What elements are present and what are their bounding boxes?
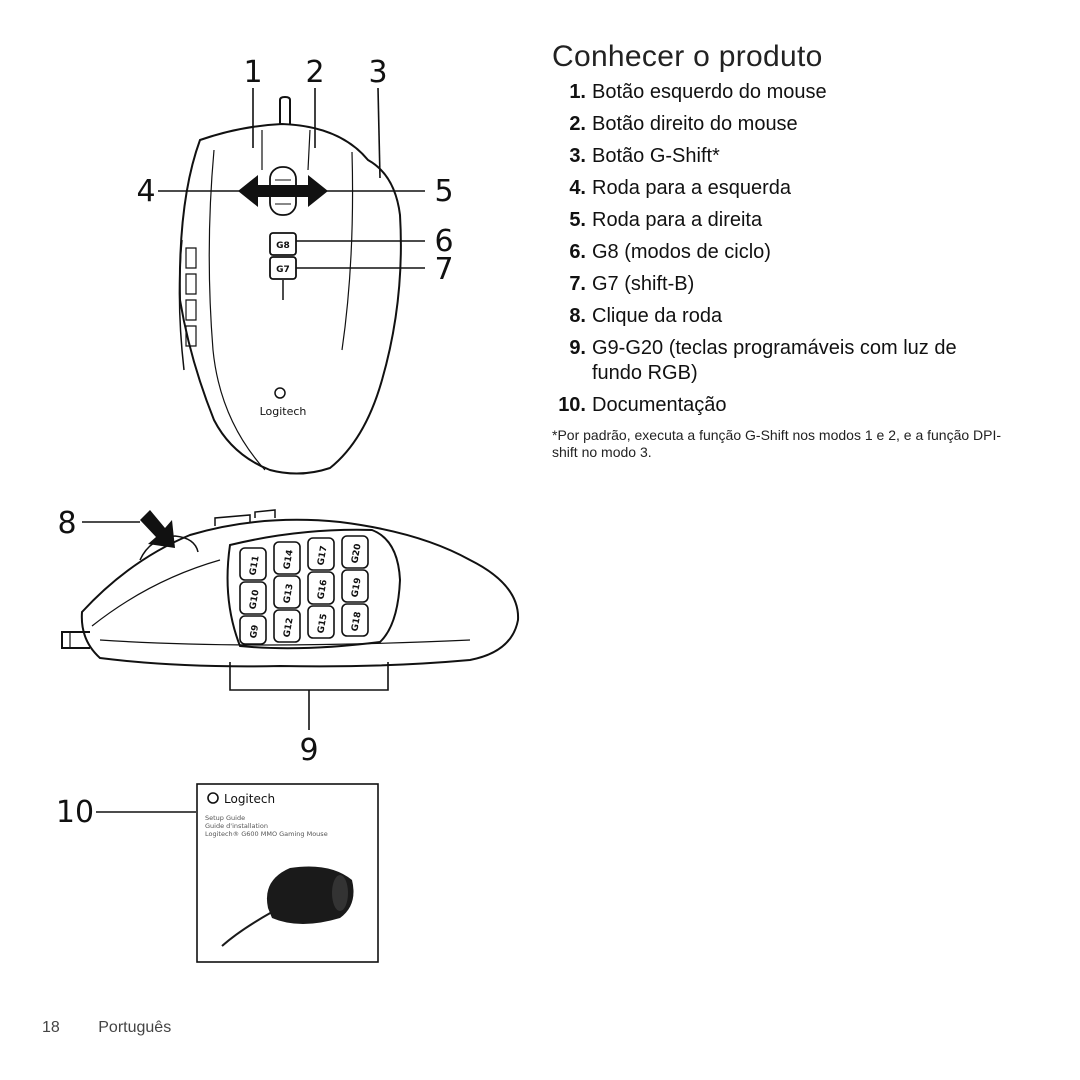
callout-4: 4 xyxy=(136,174,155,209)
list-item: 2. Botão direito do mouse xyxy=(552,112,1022,137)
mouse-top-outline xyxy=(178,122,402,475)
item-number: 1. xyxy=(569,81,586,103)
callout-2: 2 xyxy=(305,55,324,90)
list-item: 3. Botão G-Shift* xyxy=(552,144,1022,169)
item-number: 3. xyxy=(569,145,586,167)
item-number: 4. xyxy=(569,177,586,199)
item-number: 2. xyxy=(569,113,586,135)
list-item: 6. G8 (modos de ciclo) xyxy=(552,240,1022,265)
key-g8-label: G8 xyxy=(276,241,290,251)
item-text: G9-G20 (teclas programáveis com luz de f… xyxy=(592,337,957,384)
callout-1: 1 xyxy=(243,55,262,90)
guide-brand: Logitech xyxy=(224,792,275,806)
item-text: Clique da roda xyxy=(592,305,723,327)
callout-lines-side xyxy=(82,521,389,730)
item-number: 9. xyxy=(569,337,586,359)
side-key-g12: G12 xyxy=(282,617,295,638)
mouse-side-outline xyxy=(80,518,520,668)
list-item: 4. Roda para a esquerda xyxy=(552,176,1022,201)
item-number: 5. xyxy=(569,209,586,231)
footnote: *Por padrão, executa a função G-Shift no… xyxy=(552,427,1002,460)
page-footer: 18 Português xyxy=(42,1019,171,1037)
mouse-side-view xyxy=(61,509,520,668)
side-key-g14: G14 xyxy=(282,549,295,570)
mouse-logo-text: Logitech xyxy=(260,405,307,418)
tilt-arrows xyxy=(238,175,328,207)
page-title: Conhecer o produto xyxy=(552,40,823,73)
side-key-g17: G17 xyxy=(316,545,329,566)
setup-guide-booklet: Logitech Setup Guide Guide d'installatio… xyxy=(196,783,379,963)
language-label: Português xyxy=(98,1019,172,1036)
callout-9: 9 xyxy=(299,733,318,768)
callout-3: 3 xyxy=(368,55,387,90)
list-item: 5. Roda para a direita xyxy=(552,208,1022,233)
guide-line-3: Logitech® G600 MMO Gaming Mouse xyxy=(205,830,328,838)
item-text: Documentação xyxy=(592,394,727,416)
list-item: 7. G7 (shift-B) xyxy=(552,272,1022,297)
side-key-grid xyxy=(239,535,369,645)
item-text: Botão direito do mouse xyxy=(592,113,798,135)
guide-line-2: Guide d'installation xyxy=(205,822,268,830)
side-key-g16: G16 xyxy=(316,579,329,600)
side-key-g9: G9 xyxy=(249,624,261,639)
side-key-g13: G13 xyxy=(282,583,295,604)
side-key-g20: G20 xyxy=(350,543,363,564)
callout-lines-top xyxy=(158,87,425,269)
side-key-labels: G9 G10 G11 G12 G13 G14 G15 G16 G17 G18 G… xyxy=(248,543,363,639)
list-item: 9. G9-G20 (teclas programáveis com luz de… xyxy=(552,336,962,386)
callout-5: 5 xyxy=(434,174,453,209)
feature-list: 1. Botão esquerdo do mouse 2. Botão direit… xyxy=(552,80,1022,425)
page-number: 18 xyxy=(42,1019,60,1036)
key-g7-label: G7 xyxy=(276,265,290,275)
item-number: 8. xyxy=(569,305,586,327)
side-key-g19: G19 xyxy=(350,577,363,598)
callout-6: 6 xyxy=(434,224,453,259)
item-text: G8 (modos de ciclo) xyxy=(592,241,771,263)
side-key-g18: G18 xyxy=(350,611,363,632)
item-number: 10. xyxy=(558,394,586,416)
item-text: Botão esquerdo do mouse xyxy=(592,81,827,103)
list-item: 1. Botão esquerdo do mouse xyxy=(552,80,1022,105)
callout-10: 10 xyxy=(56,795,94,830)
list-item: 8. Clique da roda xyxy=(552,304,1022,329)
item-text: Roda para a esquerda xyxy=(592,177,792,199)
item-text: Botão G-Shift* xyxy=(592,145,720,167)
item-number: 7. xyxy=(569,273,586,295)
wheel-click-arrow xyxy=(140,510,175,548)
side-key-g10: G10 xyxy=(248,589,261,610)
guide-line-1: Setup Guide xyxy=(205,814,245,822)
callout-8: 8 xyxy=(57,506,76,541)
item-text: G7 (shift-B) xyxy=(592,273,695,295)
item-text: Roda para a direita xyxy=(592,209,763,231)
side-key-g11: G11 xyxy=(248,555,261,576)
list-item: 10. Documentação xyxy=(552,393,1022,418)
side-key-g15: G15 xyxy=(316,613,329,634)
item-number: 6. xyxy=(569,241,586,263)
callout-7: 7 xyxy=(434,252,453,287)
